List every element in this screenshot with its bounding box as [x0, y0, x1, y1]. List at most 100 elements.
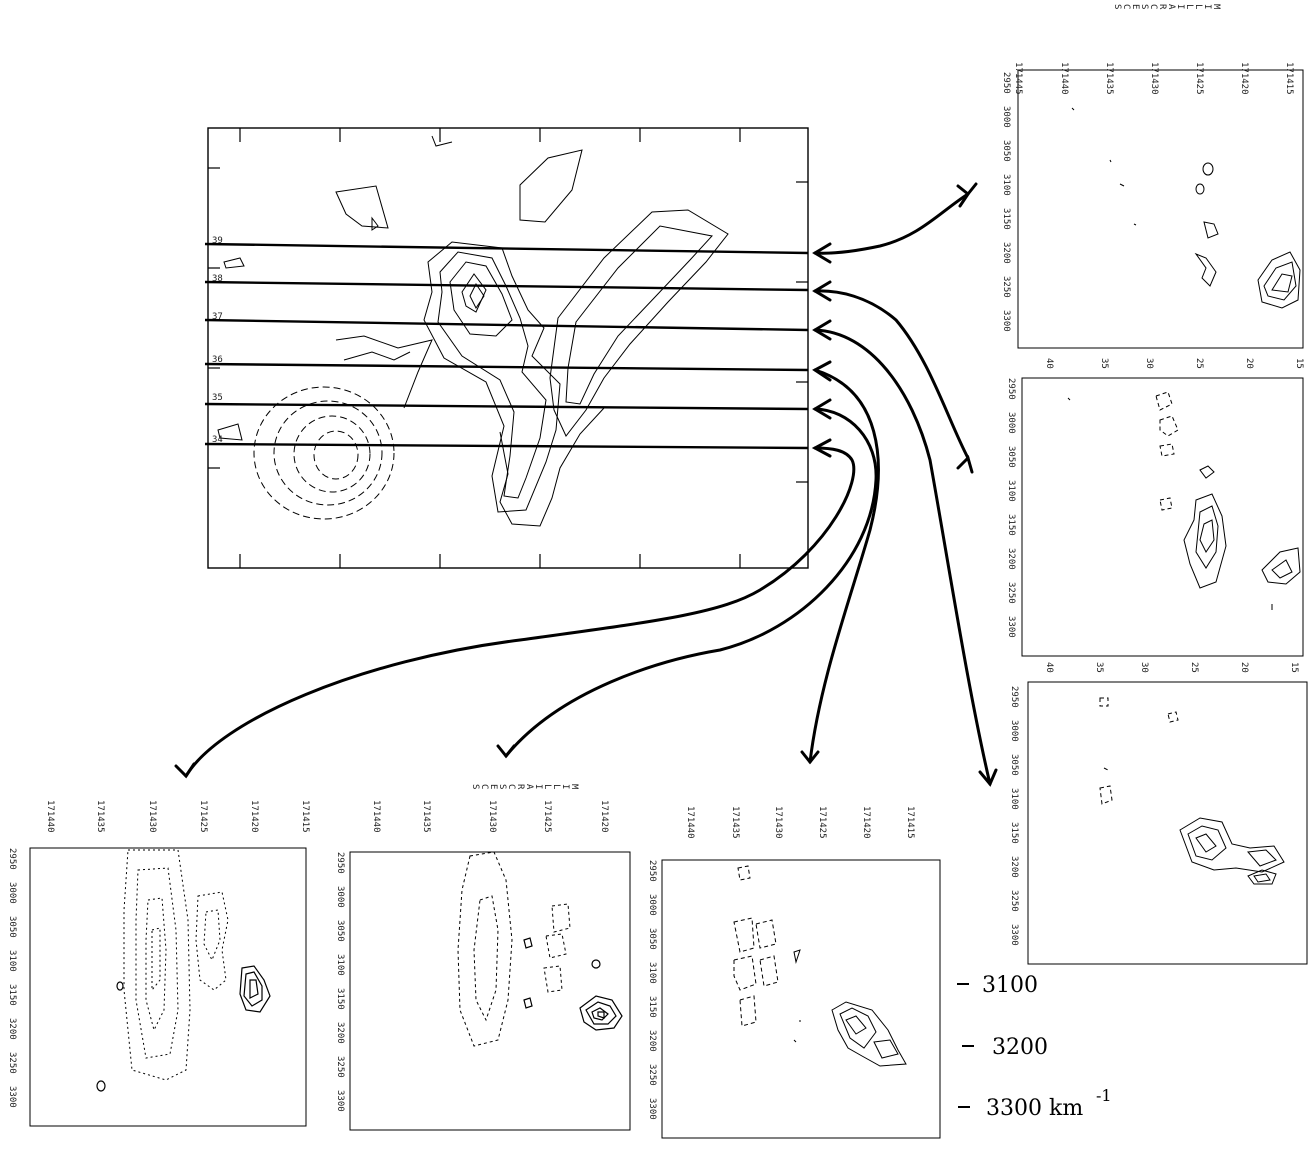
panel-3-vel-label: 3150	[1009, 822, 1019, 844]
panel-5-dashed-contours	[457, 851, 571, 1047]
panel-5-frame	[349, 851, 631, 1131]
panel-4-ra-label: 171430	[773, 806, 783, 839]
panel-5-side-letter: R	[515, 784, 525, 790]
main-slice-lines	[204, 242, 809, 450]
panel-4-ra-axis: 171440 171435 171430 171425 171420 17141…	[685, 806, 915, 839]
panel-3-ra-label: 25	[1189, 662, 1199, 673]
panel-3-ra-label: 20	[1239, 662, 1249, 673]
panel-2-ra-label: 40	[1044, 358, 1054, 369]
panel-1-contours	[1071, 107, 1301, 309]
panel-4-vel-label: 3200	[647, 1030, 657, 1052]
velocity-scale: 3100 3200 3300 km -1	[957, 973, 1112, 1121]
panel-4-frame	[661, 859, 941, 1139]
panel-3-vel-label: 3200	[1009, 856, 1019, 878]
panel-6-ra-label: 171440	[45, 800, 55, 833]
panel-5-vel-label: 3000	[335, 886, 345, 908]
arrow-panel-5	[496, 398, 878, 759]
main-contour-map: 39 38 37 36 35 34	[204, 127, 809, 569]
panel-1-frame	[1017, 69, 1304, 349]
panel-5-ra-label: 171440	[371, 800, 381, 833]
panel-5-vel-label: 3100	[335, 954, 345, 976]
panel-1-vel-label: 3300	[1001, 310, 1011, 332]
panel-3-ra-axis: 40 35 30 25 20 15	[1044, 662, 1299, 673]
panel-6-vel-label: 3200	[7, 1018, 17, 1040]
panel-1-vel-label: 3100	[1001, 174, 1011, 196]
panel-2-vel-label: 3000	[1006, 412, 1016, 434]
panel-1-side-letter: C	[1148, 4, 1158, 9]
panel-5-side-letters: M I L L I A R C S E C S	[470, 784, 579, 790]
main-map-ticks	[208, 128, 808, 568]
panel-5-ra-label: 171435	[421, 800, 431, 833]
panel-5-vel-axis: 2950 3000 3050 3100 3150 3200 3250 3300	[335, 852, 345, 1112]
panel-1-vel-label: 3050	[1001, 140, 1011, 162]
panel-1-side-letter: A	[1166, 4, 1176, 10]
arrow-panel-3	[812, 319, 998, 787]
panel-6-contours	[96, 965, 271, 1092]
panel-6-ra-label: 171425	[198, 800, 208, 833]
arrow-panel-2	[812, 280, 974, 474]
velocity-scale-unit-exponent: -1	[1096, 1086, 1112, 1105]
panel-1-ra-label: 171420	[1239, 62, 1249, 95]
panel-5-side-letter: C	[479, 784, 489, 789]
panel-2-vel-axis: 2950 3000 3050 3100 3150 3200 3250 3300	[1006, 378, 1016, 638]
panel-5-vel-label: 3250	[335, 1056, 345, 1078]
panel-5-vel-label: 2950	[335, 852, 345, 874]
panel-1-vel-label: 3000	[1001, 106, 1011, 128]
panel-6-ra-axis: 171440 171435 171430 171425 171420 17141…	[45, 800, 310, 833]
arrow-panel-4	[800, 360, 880, 765]
panel-2-vel-label: 3250	[1006, 582, 1016, 604]
panel-5-ra-label: 171420	[599, 800, 609, 833]
panel-3-dashed-contours	[1099, 697, 1179, 805]
panel-5-side-letter: S	[497, 784, 507, 789]
panel-5: 171440 171435 171430 171425 171420 M I L…	[335, 784, 631, 1131]
panel-4-vel-label: 3150	[647, 996, 657, 1018]
panel-5-side-letter: A	[524, 784, 534, 790]
panel-5-side-letter: I	[533, 784, 543, 789]
panel-1-ra-axis: 171445 171440 171435 171430 171425 17142…	[1013, 62, 1294, 95]
panel-5-side-letter: M	[569, 784, 579, 790]
panel-3-ra-label: 15	[1289, 662, 1299, 673]
panel-1-vel-label: 3150	[1001, 208, 1011, 230]
panel-1-side-letter: C	[1121, 4, 1131, 9]
main-solid-contours	[217, 135, 729, 527]
connector-arrows	[174, 182, 998, 787]
panel-6-vel-label: 3050	[7, 916, 17, 938]
arrow-panel-6	[174, 438, 856, 779]
row-label-36: 36	[212, 355, 223, 365]
panel-2-contours	[1067, 397, 1301, 610]
panel-6-ra-label: 171435	[95, 800, 105, 833]
panel-6-vel-label: 3000	[7, 882, 17, 904]
panel-1-ra-label: 171415	[1284, 62, 1294, 95]
panel-3-ra-label: 35	[1094, 662, 1104, 673]
panel-5-side-letter: I	[560, 784, 570, 789]
panel-6-vel-label: 3150	[7, 984, 17, 1006]
panel-3-ra-label: 40	[1044, 662, 1054, 673]
panel-1-side-letter: L	[1184, 4, 1194, 9]
panel-6-vel-label: 3300	[7, 1086, 17, 1108]
panel-6-ra-label: 171415	[300, 800, 310, 833]
velocity-scale-label-3200: 3200	[992, 1035, 1048, 1060]
panel-2-vel-label: 3200	[1006, 548, 1016, 570]
panel-2-ra-label: 25	[1194, 358, 1204, 369]
row-label-39: 39	[212, 236, 223, 246]
panel-6-vel-label: 3250	[7, 1052, 17, 1074]
main-row-labels: 39 38 37 36 35 34	[212, 236, 223, 445]
panel-6-dashed-contours	[123, 849, 229, 1081]
panel-5-ra-label: 171430	[487, 800, 497, 833]
velocity-scale-label-3300: 3300 km	[986, 1096, 1083, 1121]
panel-1-side-letter: I	[1175, 4, 1185, 9]
panel-6-ra-label: 171420	[249, 800, 259, 833]
panel-5-ra-label: 171425	[542, 800, 552, 833]
panel-3-contours	[1179, 817, 1285, 885]
panel-2-dashed-contours	[1155, 391, 1179, 511]
panel-4-vel-label: 3000	[647, 894, 657, 916]
panel-1-side-letter: E	[1130, 4, 1140, 9]
panel-1-vel-label: 3250	[1001, 276, 1011, 298]
panel-6-vel-label: 2950	[7, 848, 17, 870]
panel-5-side-letter: S	[470, 784, 480, 789]
main-map-frame	[207, 127, 809, 569]
panel-1-side-letter: I	[1202, 4, 1212, 9]
panel-3-vel-label: 3300	[1009, 924, 1019, 946]
panel-5-ra-axis: 171440 171435 171430 171425 171420	[371, 800, 609, 833]
